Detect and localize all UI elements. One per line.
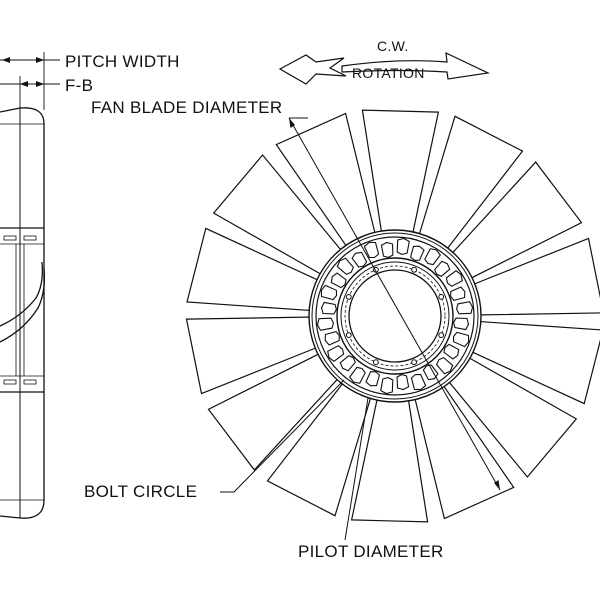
hub-reinforcement-cells [316, 237, 474, 395]
hub-cell [339, 355, 356, 372]
hub-cell [410, 373, 427, 391]
hub-cell [349, 366, 366, 384]
hub-cell [330, 272, 347, 289]
cw-label: C.W. [377, 38, 409, 54]
hub-cell [456, 301, 474, 315]
hub-cell [324, 330, 340, 346]
pilot-diameter-leader [344, 397, 369, 541]
fan-side-view [0, 107, 46, 519]
bolt-hole [345, 332, 352, 339]
bolt-hole [438, 294, 445, 300]
pitch-width-dimension [0, 52, 60, 110]
hub-cell [409, 245, 425, 261]
bolt-hole [411, 359, 418, 366]
hub-cell [351, 251, 368, 268]
hub-cell [450, 286, 466, 302]
bolt-hole [373, 359, 379, 366]
fan-blade-diameter-label: FAN BLADE DIAMETER [91, 98, 283, 117]
hub-cell [320, 301, 337, 315]
fb-label: F-B [65, 76, 93, 95]
hub-cell [443, 343, 460, 360]
hub-cell [453, 317, 470, 331]
hub-cell [396, 374, 410, 391]
fan-blades [185, 109, 600, 523]
hub-cell [380, 377, 394, 395]
bolt-hole [411, 266, 418, 273]
hub-cell [452, 331, 470, 348]
rotation-label: ROTATION [352, 65, 425, 81]
fan-hub [308, 229, 482, 403]
hub-cell [316, 317, 334, 331]
hub-cell [435, 356, 454, 375]
bolt-circle-label: BOLT CIRCLE [84, 482, 197, 501]
hub-cell [380, 241, 394, 258]
bolt-holes [345, 266, 445, 366]
hub-cell [424, 248, 441, 266]
hub-cell [336, 257, 355, 276]
pilot-diameter-label: PILOT DIAMETER [298, 542, 444, 561]
bolt-circle-leader [220, 379, 345, 493]
hub-cell [422, 364, 439, 381]
pitch-width-label: PITCH WIDTH [65, 52, 180, 71]
hub-cell [363, 241, 380, 259]
bolt-hole [438, 332, 445, 339]
bolt-hole [345, 294, 352, 300]
hub-cell [320, 284, 338, 301]
hub-cell [365, 371, 381, 387]
rotation-arrow [278, 51, 491, 85]
hub-cell [445, 270, 463, 287]
hub-cell [434, 260, 451, 277]
fan-blade-diameter-leader [288, 117, 501, 491]
hub-cell [396, 237, 410, 255]
hub-cell [327, 345, 345, 362]
